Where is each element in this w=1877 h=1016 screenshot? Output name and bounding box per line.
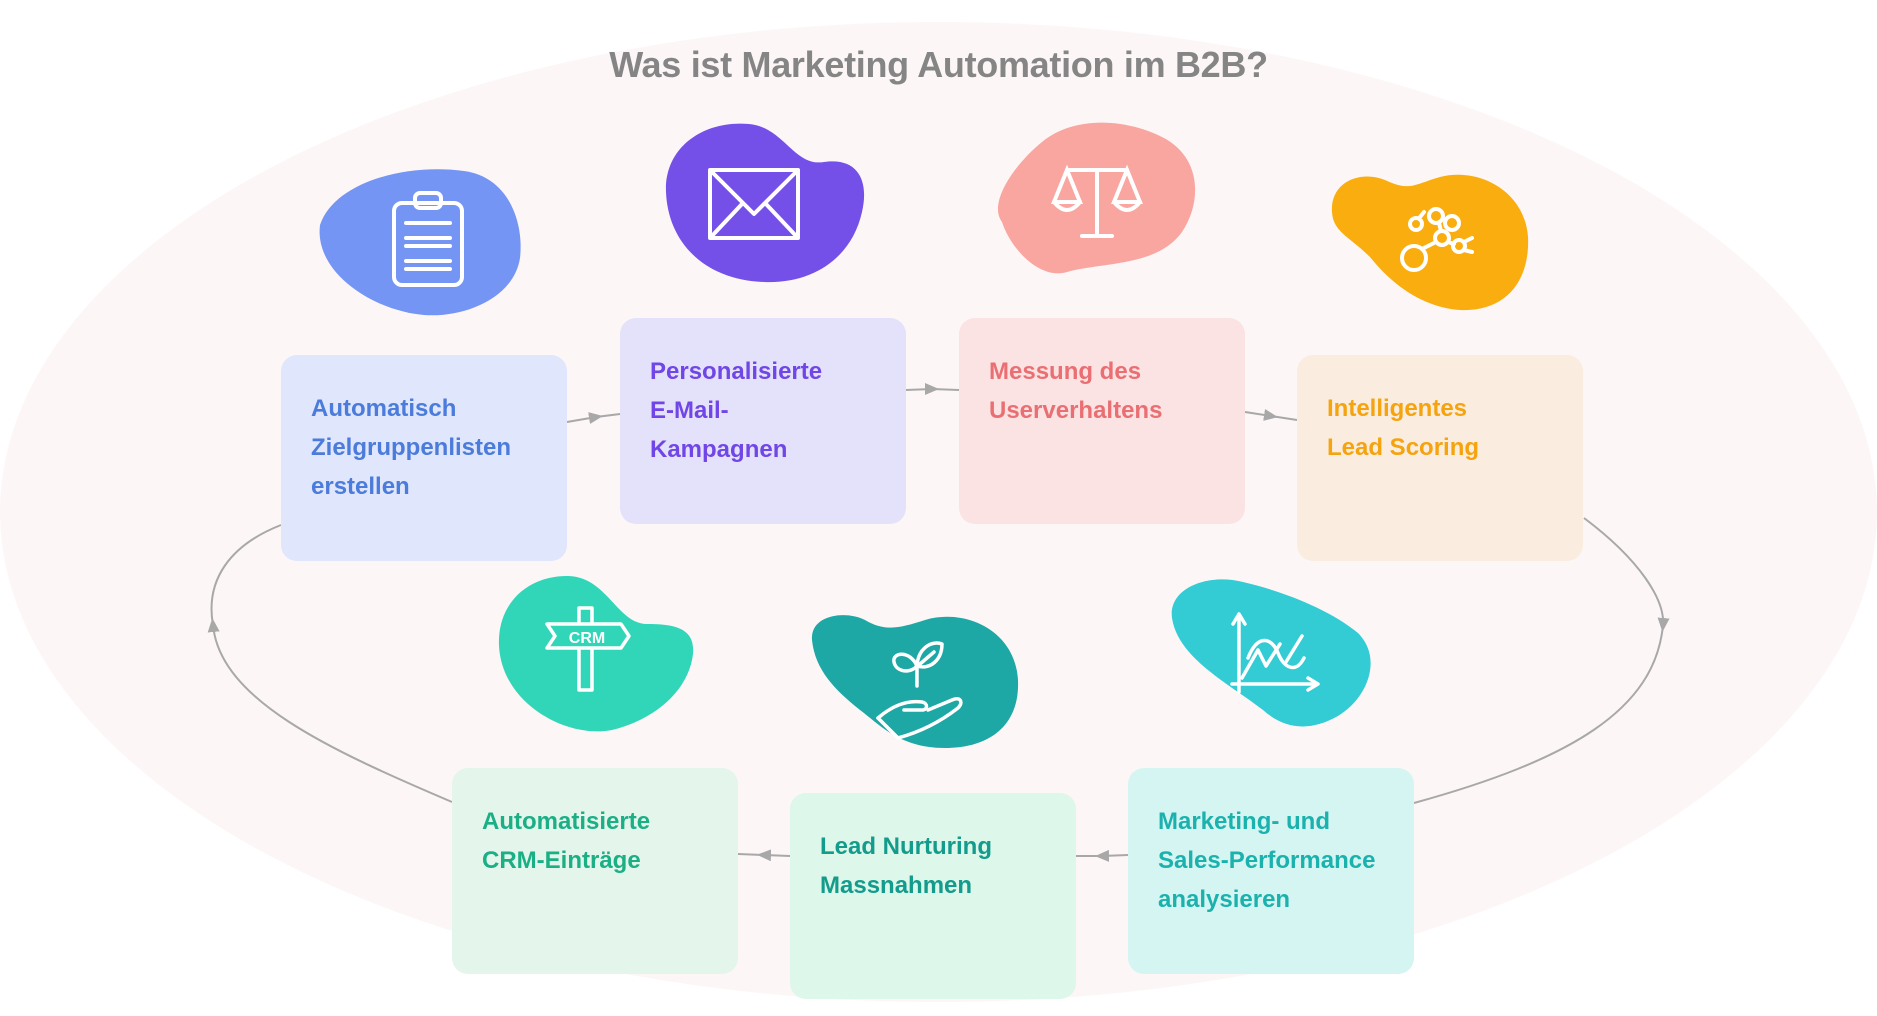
step-3-label: Messung des Userverhaltens — [989, 358, 1163, 424]
step-4-blob — [1331, 174, 1529, 311]
step-3-box: Messung des Userverhaltens — [959, 318, 1245, 524]
envelope-icon — [708, 168, 800, 240]
step-5-box: Marketing- und Sales-Performance analysi… — [1128, 768, 1414, 974]
step-1-blob — [319, 169, 521, 316]
step-2-label: Personalisierte E-Mail- Kampagnen — [650, 358, 823, 463]
step-6-box: Lead Nurturing Massnahmen — [790, 793, 1076, 999]
step-6-blob — [811, 615, 1019, 748]
step-4-label: Intelligentes Lead Scoring — [1327, 395, 1480, 461]
scales-icon — [1051, 164, 1143, 238]
step-3-blob — [997, 122, 1196, 274]
step-7-box: Automatisierte CRM-Einträge — [452, 768, 738, 974]
connector-2-3 — [905, 383, 960, 396]
connector-4-5 — [1583, 517, 1670, 632]
step-1-box: Automatisch Zielgruppenlisten erstellen — [281, 355, 567, 561]
connector-7-1 — [207, 618, 453, 803]
connector-1-2 — [566, 412, 621, 424]
step-6-label: Lead Nurturing Massnahmen — [820, 833, 992, 899]
crm-signpost-icon — [545, 606, 631, 692]
step-5-blob — [1171, 579, 1371, 727]
step-2-blob — [665, 123, 865, 283]
connector-6-7 — [737, 849, 791, 862]
step-7-label: Automatisierte CRM-Einträge — [482, 808, 651, 874]
plant-in-hand-icon — [876, 641, 963, 740]
connector-5-6 — [1076, 849, 1129, 862]
step-7-blob: CRM — [498, 576, 694, 732]
page-title: Was ist Marketing Automation im B2B? — [609, 44, 1268, 85]
step-4-box: Intelligentes Lead Scoring — [1297, 355, 1583, 561]
molecule-network-icon — [1400, 207, 1474, 272]
step-5-label: Marketing- und Sales-Performance analysi… — [1158, 808, 1376, 913]
line-chart-icon — [1230, 612, 1320, 694]
step-2-box: Personalisierte E-Mail- Kampagnen — [620, 318, 906, 524]
crm-sign-text: CRM — [569, 630, 605, 647]
clipboard-icon — [392, 191, 464, 287]
connector-3-4 — [1244, 409, 1298, 421]
step-1-label: Automatisch Zielgruppenlisten erstellen — [311, 395, 512, 500]
